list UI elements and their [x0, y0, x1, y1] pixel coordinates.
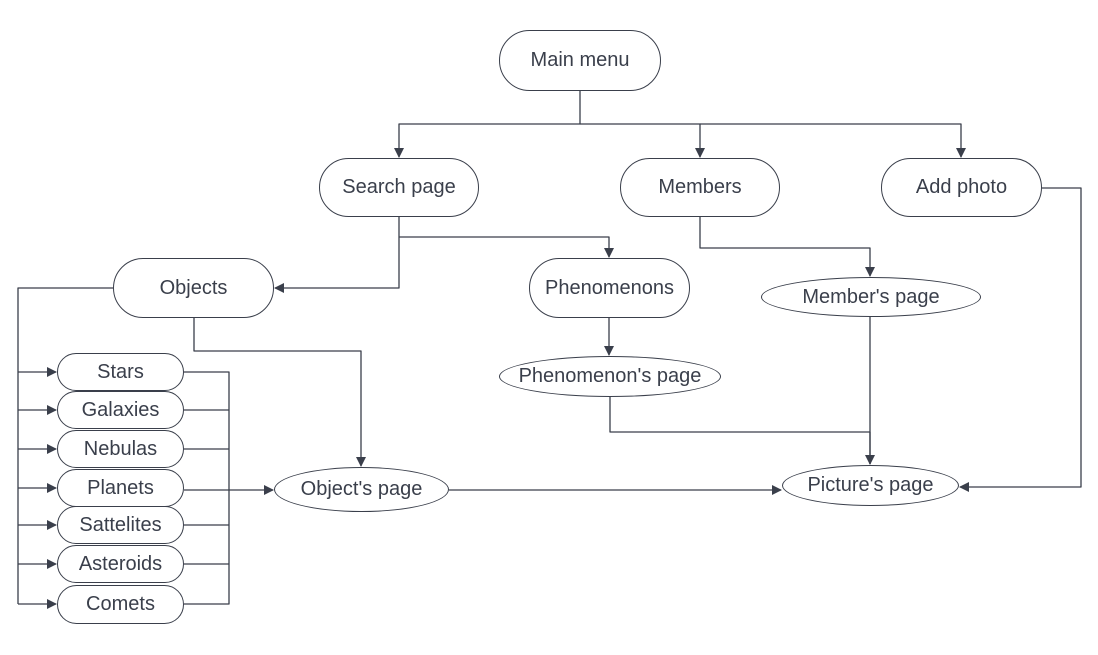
node-members[interactable]: Members	[620, 158, 780, 217]
edge-main-to-search	[394, 91, 581, 158]
edge-add-photo-to-picture-page	[959, 187, 1082, 492]
node-main-menu[interactable]: Main menu	[499, 30, 661, 91]
node-members-page[interactable]: Member's page	[761, 277, 981, 317]
node-objects-label: Objects	[159, 276, 228, 299]
edge-main-to-add-photo	[700, 123, 966, 158]
node-members-label: Members	[658, 176, 742, 198]
node-object-page[interactable]: Object's page	[274, 467, 449, 512]
node-main-menu-label: Main menu	[530, 49, 630, 71]
edge-comets-to-object-page	[184, 490, 230, 605]
node-stars[interactable]: Stars	[57, 353, 184, 391]
node-nebulas-label: Nebulas	[83, 437, 158, 460]
node-phenomenons-label: Phenomenons	[545, 276, 674, 299]
node-phenomenon-page-label: Phenomenon's page	[518, 365, 702, 387]
node-picture-page[interactable]: Picture's page	[782, 465, 959, 506]
node-planets-label: Planets	[87, 476, 154, 499]
node-object-page-label: Object's page	[300, 478, 423, 500]
node-comets[interactable]: Comets	[57, 585, 184, 624]
edge-main-to-members	[580, 123, 705, 158]
edge-search-to-phenomenons	[399, 236, 614, 258]
node-asteroids-label: Asteroids	[78, 552, 163, 575]
node-phenomenon-page[interactable]: Phenomenon's page	[499, 356, 721, 397]
edge-phenomenon-page-to-picture-page	[609, 397, 875, 465]
node-comets-label: Comets	[86, 593, 155, 615]
node-galaxies-label: Galaxies	[81, 398, 160, 421]
node-asteroids[interactable]: Asteroids	[57, 545, 184, 583]
edge-stars-to-object-page	[184, 371, 230, 490]
node-objects[interactable]: Objects	[113, 258, 274, 318]
edge-objects-to-object-page	[193, 318, 366, 467]
node-planets[interactable]: Planets	[57, 469, 184, 507]
node-search-page[interactable]: Search page	[319, 158, 479, 217]
node-add-photo[interactable]: Add photo	[881, 158, 1042, 217]
edge-objects-trunk	[17, 287, 113, 604]
node-sattelites-label: Sattelites	[79, 513, 162, 536]
node-picture-page-label: Picture's page	[807, 474, 934, 496]
node-stars-label: Stars	[97, 360, 144, 383]
node-members-page-label: Member's page	[802, 285, 940, 308]
edge-members-to-members-page	[699, 217, 875, 277]
node-phenomenons[interactable]: Phenomenons	[529, 258, 690, 318]
edge-search-to-objects	[274, 217, 400, 293]
node-galaxies[interactable]: Galaxies	[57, 391, 184, 429]
node-sattelites[interactable]: Sattelites	[57, 506, 184, 544]
node-add-photo-label: Add photo	[915, 176, 1008, 198]
node-search-page-label: Search page	[342, 176, 456, 198]
node-nebulas[interactable]: Nebulas	[57, 430, 184, 468]
